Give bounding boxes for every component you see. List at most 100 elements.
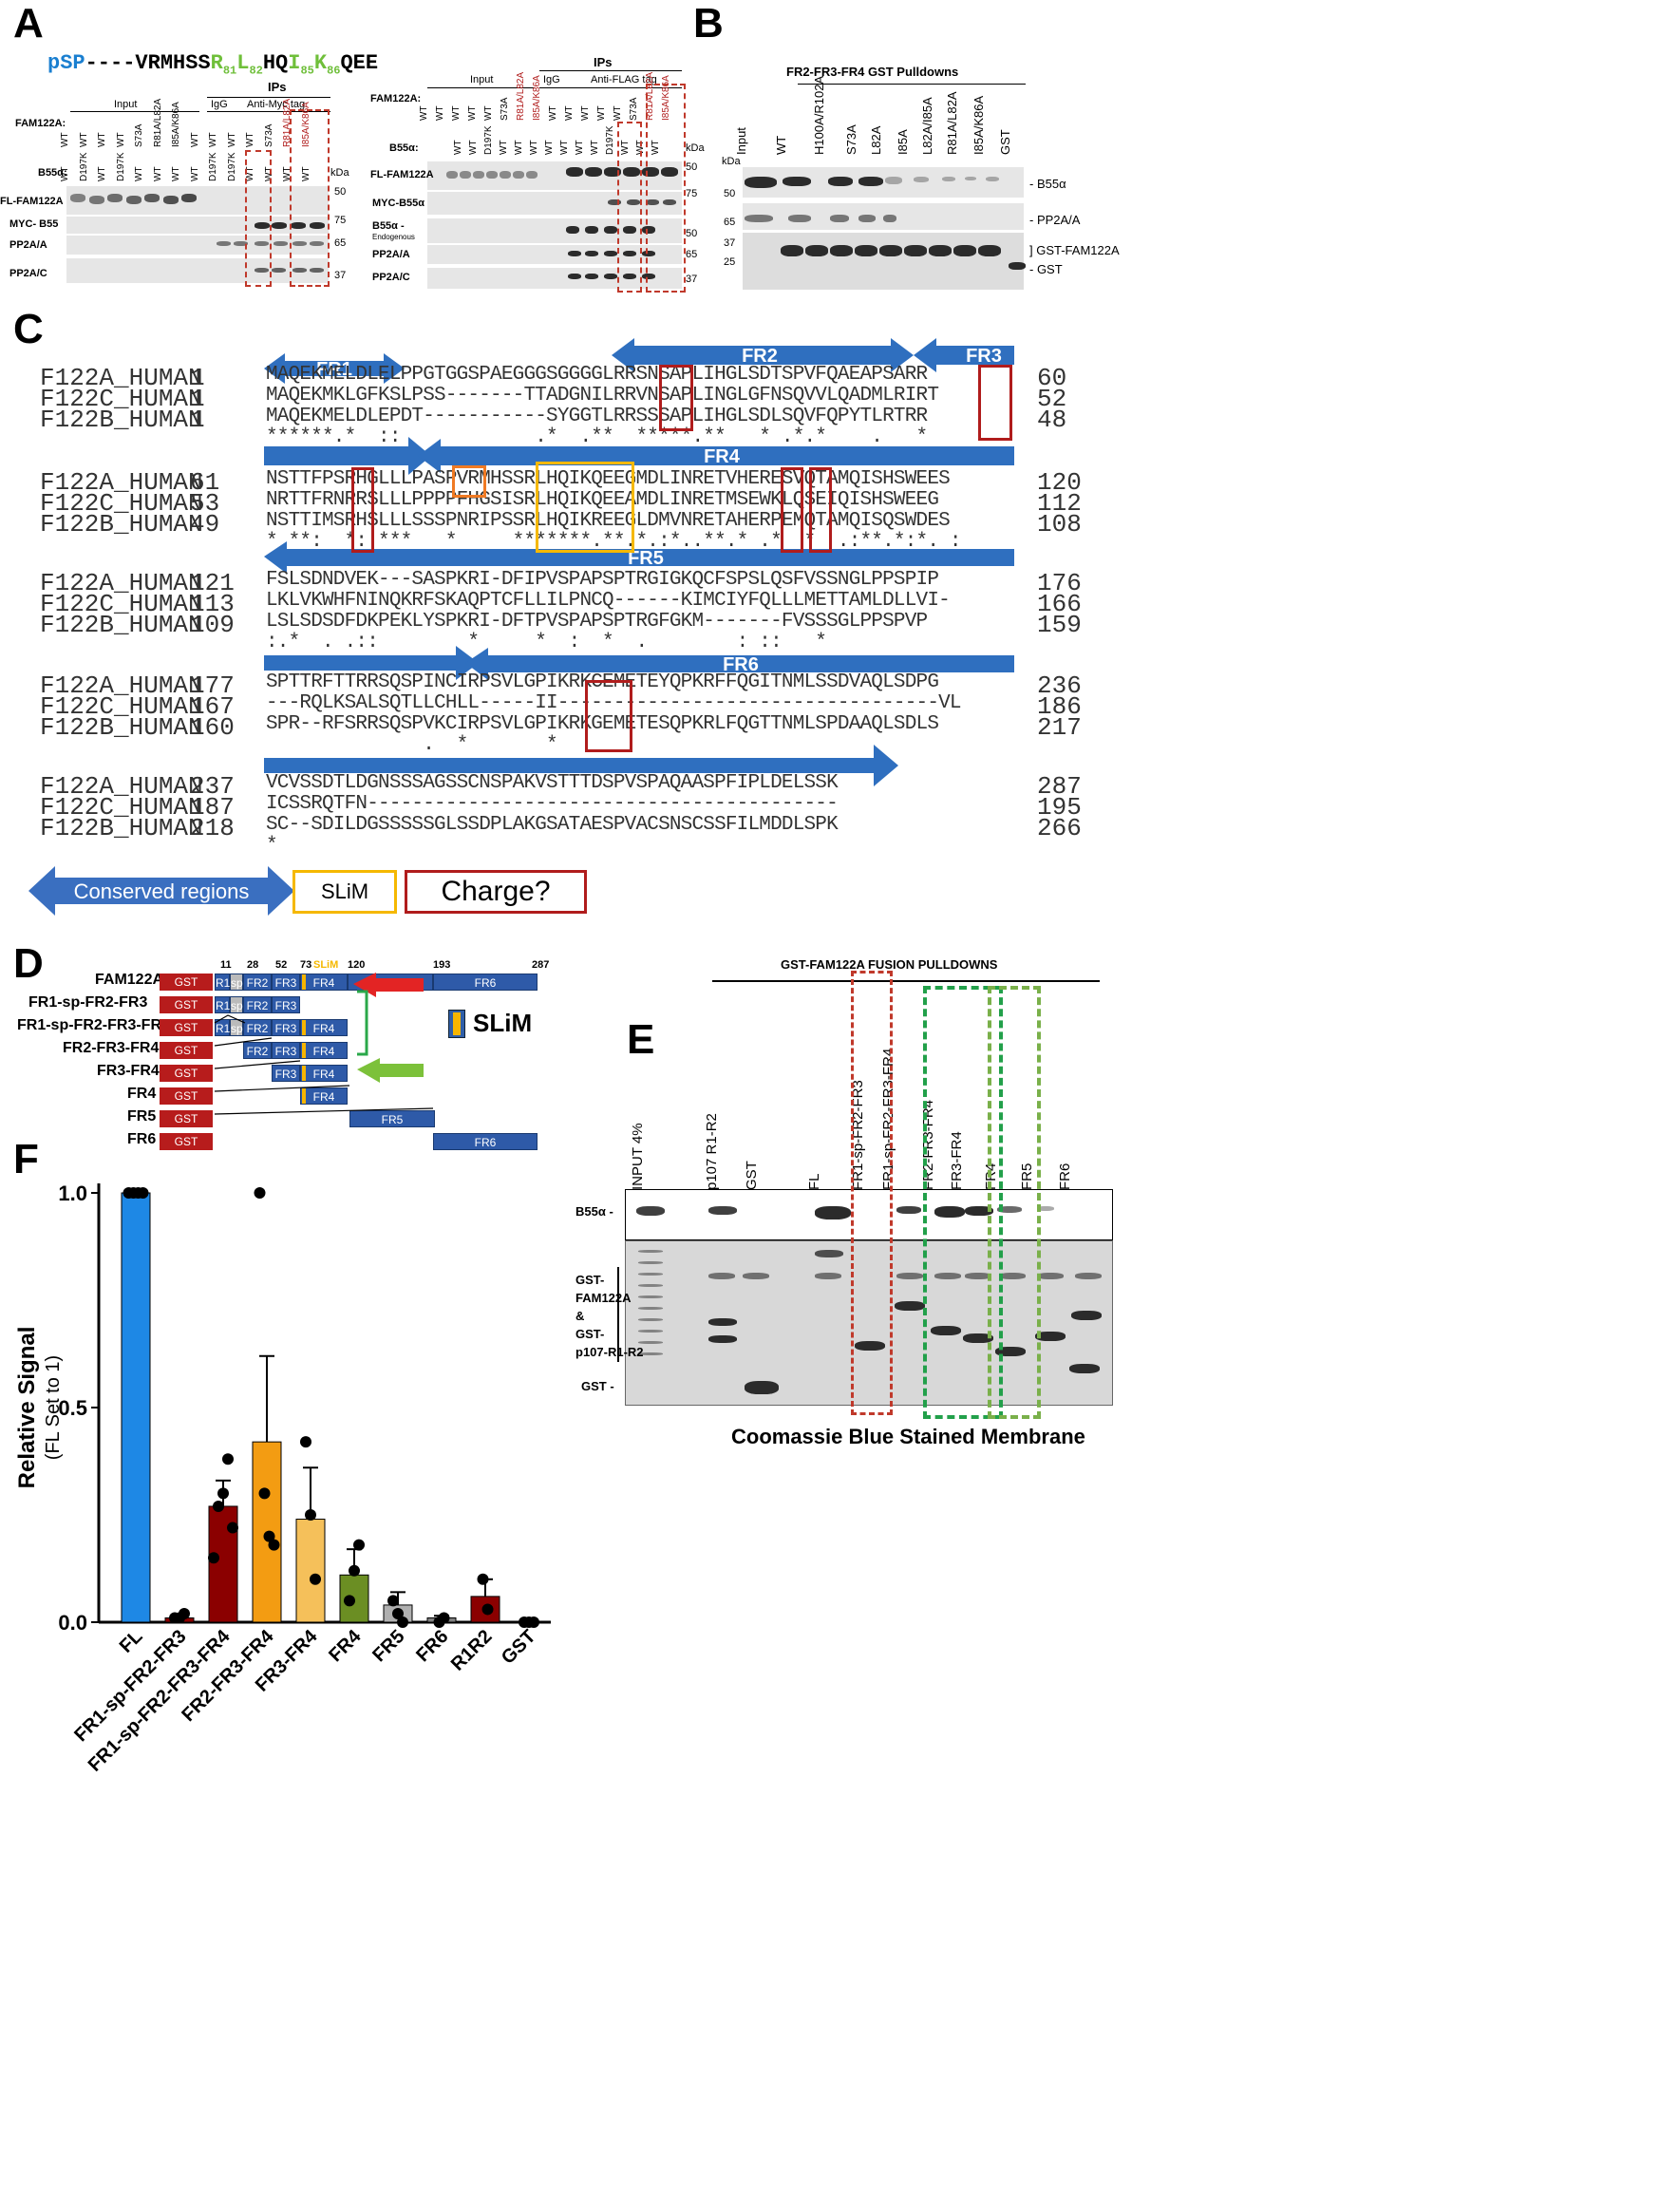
band-e-b55 <box>815 1206 851 1219</box>
f-point <box>254 1187 266 1199</box>
arrow-fr5-cont <box>264 646 479 680</box>
seg-fr3: FR3 <box>272 1042 300 1059</box>
f-xtick-label: FL <box>116 1626 147 1657</box>
seq-name: F122A_HUMAN <box>40 671 203 700</box>
seq-residues: SPR--RFSRRSQSPVKCIRPSVLGPIKRKGEMETESQPKR… <box>266 713 939 735</box>
band-e-input <box>638 1261 663 1264</box>
slim-mark <box>302 1020 306 1035</box>
f-point <box>179 1607 190 1619</box>
band-r-myc <box>646 199 659 205</box>
band-b-b55 <box>986 177 999 181</box>
arrow-fr3-cont <box>264 437 431 475</box>
marker-75: 75 <box>334 215 347 226</box>
row-endog-r: Endogenous <box>372 233 415 241</box>
band-e-common <box>965 1273 991 1279</box>
seg-fr3: FR3 <box>272 1065 300 1082</box>
construct-label: FR5 <box>127 1108 157 1125</box>
tag-line <box>207 111 330 112</box>
seq-start: 237 <box>190 772 235 801</box>
band-fam-input <box>181 194 197 202</box>
marker-r-37: 37 <box>686 274 698 285</box>
seq-start: 1 <box>190 406 205 434</box>
construct-label: FR4 <box>127 1086 157 1102</box>
seq-name: F122C_HUMAN <box>40 385 203 413</box>
seq-name: F122C_HUMAN <box>40 793 203 822</box>
e-lane-1: p107 R1-R2 <box>704 1113 720 1190</box>
construct-label: FR6 <box>127 1131 157 1147</box>
band-e-gst <box>745 1381 779 1394</box>
seq-name: F122B_HUMAN <box>40 510 203 539</box>
panel-b-kda: kDa <box>722 156 741 167</box>
seq-start: 121 <box>190 569 235 597</box>
marker-r-50b: 50 <box>686 228 698 239</box>
tag-line-r <box>539 87 682 88</box>
gst-segment: GST <box>160 1042 213 1059</box>
seq-residues: NSTTFPSRHGLLLPASPVRMHSSRLHQIKQEEGMDLINRE… <box>266 468 951 490</box>
band-e-input <box>638 1307 663 1310</box>
tag-label-r: Anti-FLAG tag <box>591 74 657 85</box>
row-pp2a-c-r: PP2A/C <box>372 272 410 283</box>
panel-e-title: GST-FAM122A FUSION PULLDOWNS <box>781 957 998 972</box>
band-r-endog <box>642 226 655 234</box>
band-e-input <box>638 1273 663 1276</box>
band-e-b55 <box>636 1206 665 1216</box>
highlight-mutants-r <box>646 84 686 293</box>
band-pp2a-a <box>217 241 231 246</box>
f-point <box>310 1573 321 1585</box>
f-point <box>258 1487 271 1500</box>
seq-start: 109 <box>190 611 235 639</box>
seg-fr5: FR5 <box>349 1110 435 1127</box>
seg-fr4: FR4 <box>300 1087 348 1105</box>
panel-b-letter: B <box>693 0 724 47</box>
seq-name: F122B_HUMAN <box>40 611 203 639</box>
band-e-b55 <box>997 1206 1022 1213</box>
seg-fr6: FR6 <box>433 974 538 991</box>
blot-myc-b55 <box>66 217 329 234</box>
seq-residues: MAQEKMELDLEPDT-----------SYGGTLRRSSSAPLI… <box>266 406 928 427</box>
seq-name: F122A_HUMAN <box>40 364 203 392</box>
e-lane-10: FR6 <box>1057 1163 1073 1190</box>
f-point <box>528 1616 539 1628</box>
band-r-pp2a-a <box>585 251 598 256</box>
seq-start: 53 <box>190 489 220 518</box>
arrow-fr4 <box>418 439 1014 473</box>
sp-box <box>452 465 486 498</box>
band-r-fam-ip <box>642 167 659 177</box>
band-r-pp2a-c <box>604 274 617 279</box>
seq-residues: FSLSDNDVEK---SASPKRI-DFIPVSPAPSPTRGIGKQC… <box>266 569 939 591</box>
band-r-fam <box>486 171 498 179</box>
band-e-fl <box>815 1250 843 1257</box>
e-lane-0: INPUT 4% <box>630 1123 646 1190</box>
position-label: 73 <box>300 959 312 971</box>
band-e-fusion <box>1069 1364 1100 1373</box>
e-box-red <box>851 971 893 1415</box>
band-r-pp2a-c <box>623 274 636 279</box>
seg-r1: R1 <box>215 1019 230 1036</box>
f-bar <box>295 1519 326 1623</box>
band-e-input <box>638 1318 663 1321</box>
slim-mark <box>302 1043 306 1058</box>
band-r-fam-ip <box>604 167 621 177</box>
row-fl-r: FL-FAM122A <box>370 169 434 180</box>
green-arrow <box>357 1058 424 1083</box>
band-b-pp2a <box>745 215 773 222</box>
f-ytick-label: 1.0 <box>58 1182 87 1205</box>
f-ylabel2: (FL Set to 1) <box>43 1355 64 1460</box>
band-e-p107b <box>708 1335 737 1343</box>
panel-b-marker-37: 37 <box>724 237 736 249</box>
position-label: 11 <box>220 959 232 971</box>
lbl-fr3: FR3 <box>966 346 1002 367</box>
panel-a-letter: A <box>13 0 44 47</box>
seq-residues: LSLSDSDFDKPEKLYSPKRI-DFTPVSPAPSPTRGFGKM-… <box>266 611 928 633</box>
seq-consensus: :.* . .:: * * : * . : :: * <box>266 632 894 653</box>
band-fam-input <box>162 196 179 204</box>
e-b55-label: B55α - <box>575 1204 613 1219</box>
band-pp2a-c <box>255 268 269 273</box>
panel-e-letter: E <box>627 1016 655 1063</box>
row-pp2a-c: PP2A/C <box>9 268 47 279</box>
marker-r-50a: 50 <box>686 161 698 173</box>
construct-label: FR1-sp-FR2-FR3 <box>28 994 148 1011</box>
band-r-pp2a-a <box>568 251 581 256</box>
row-pp2a-a-r: PP2A/A <box>372 249 410 260</box>
blot-e-b55 <box>625 1189 1113 1240</box>
